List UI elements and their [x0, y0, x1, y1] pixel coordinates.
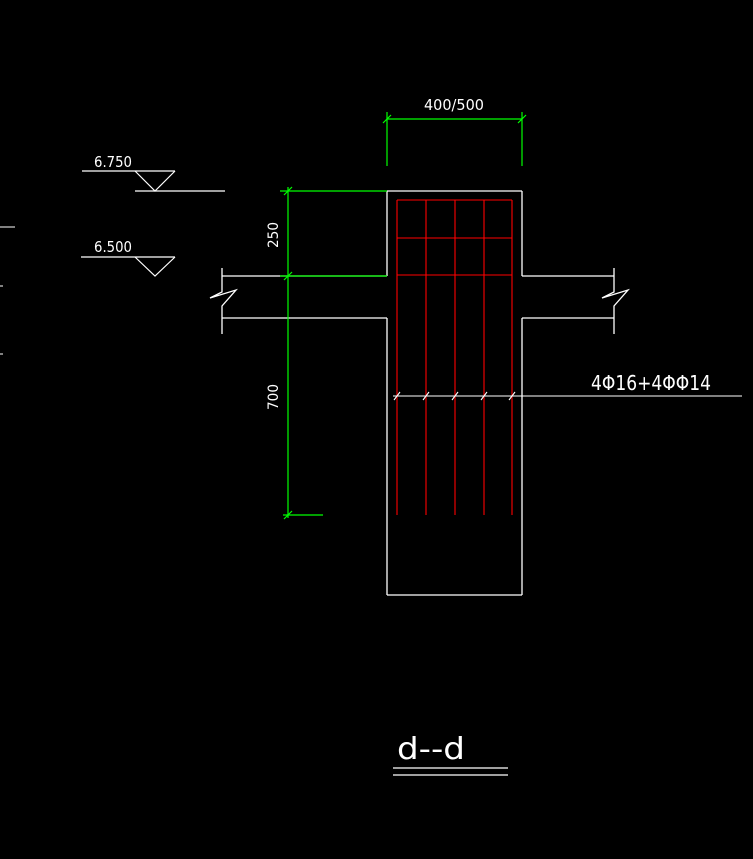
- vertical-dimension: [280, 186, 387, 520]
- top-width-dimension: [382, 112, 527, 166]
- section-title-underline: [393, 767, 508, 776]
- elevation-marker-upper: [82, 170, 225, 192]
- dim-label-250: 250: [266, 222, 282, 248]
- slab-lines: [209, 268, 630, 334]
- dim-label-700: 700: [266, 384, 282, 410]
- elevation-marker-lower: [81, 256, 176, 277]
- elevation-label-upper: 6.750: [94, 153, 132, 171]
- rebar-callout-label: 4Φ16+4ΦΦ14: [591, 371, 711, 395]
- rebar-callout-leader: [393, 391, 742, 401]
- column-outline: [386, 190, 523, 596]
- rebar-cage: [396, 199, 513, 515]
- left-edge-ticks: [0, 226, 15, 355]
- section-title: d--d: [397, 732, 465, 767]
- elevation-label-lower: 6.500: [94, 238, 132, 256]
- break-symbol-right: [601, 268, 630, 334]
- top-width-dim-label: 400/500: [424, 96, 484, 114]
- break-symbol-left: [209, 268, 238, 334]
